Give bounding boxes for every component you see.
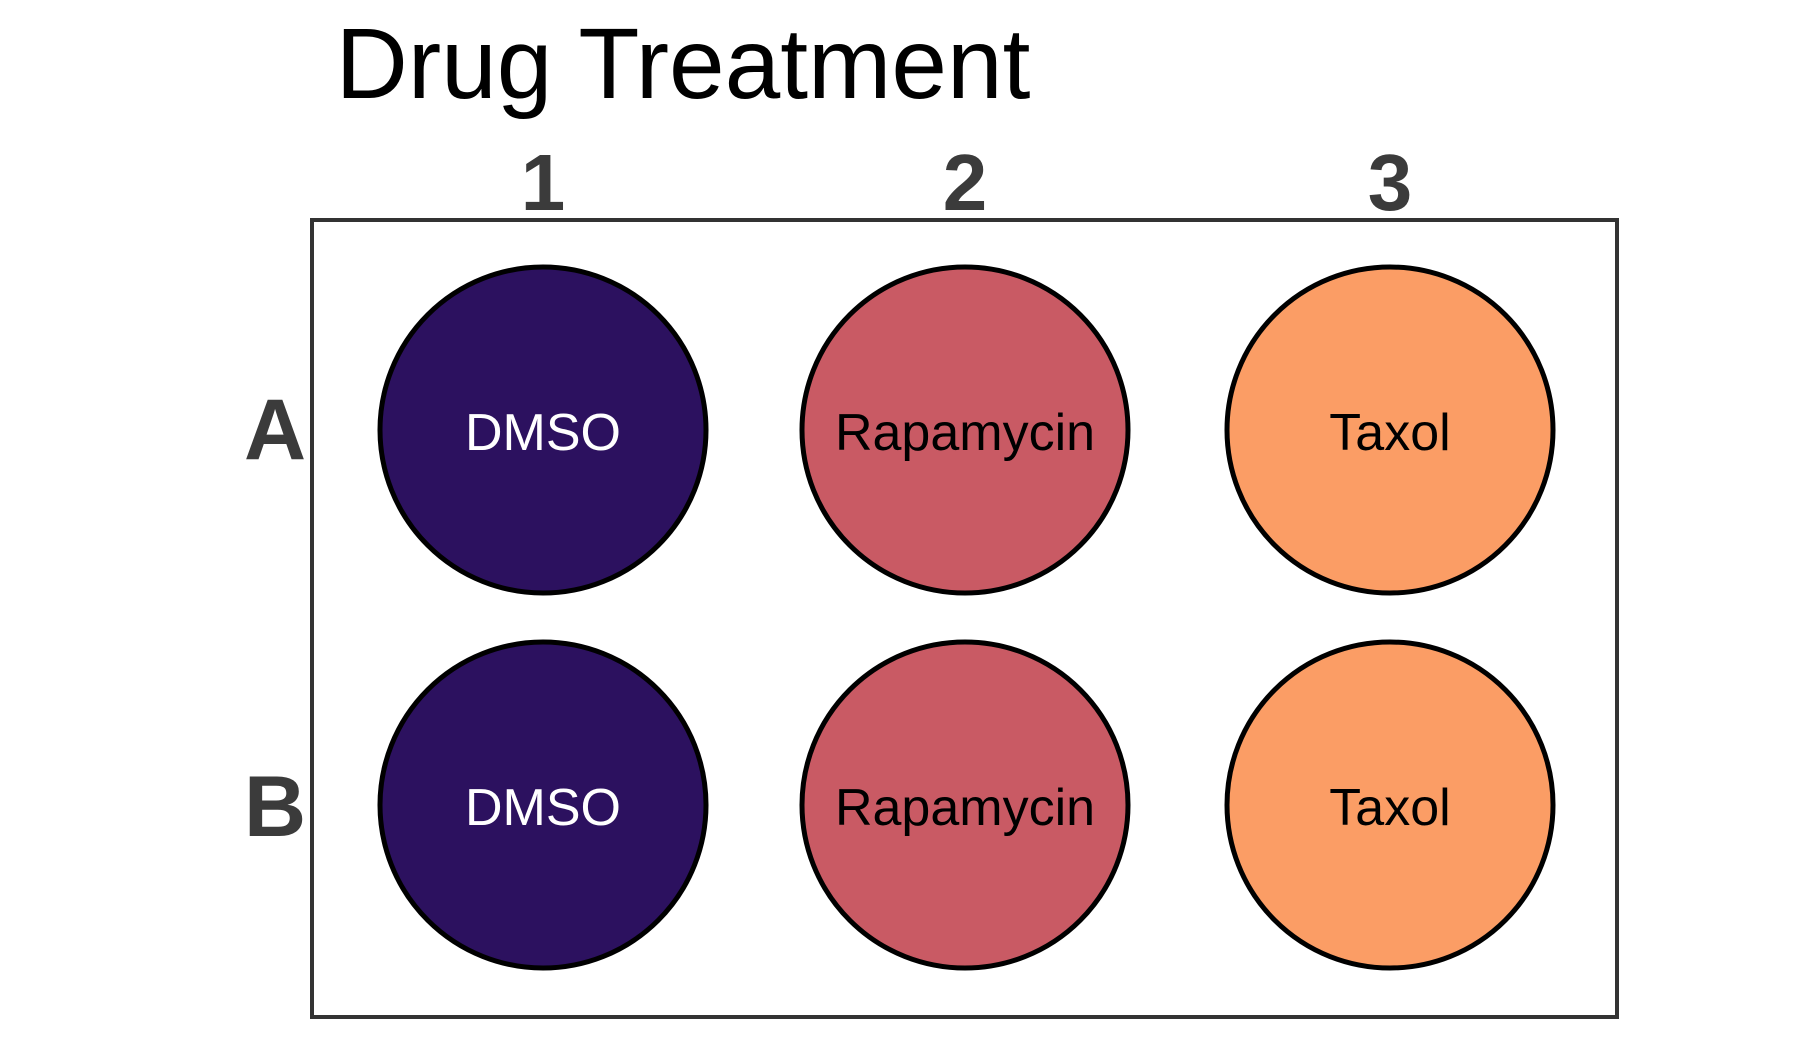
well-a3-circle: [1224, 264, 1556, 596]
well-a1-label: DMSO: [465, 404, 621, 462]
well-a3-label: Taxol: [1329, 404, 1450, 462]
well-b1-circle: [377, 639, 709, 971]
well-b2: Rapamycin: [799, 639, 1131, 971]
well-a2: Rapamycin: [799, 264, 1131, 596]
row-label-b: B: [244, 759, 306, 855]
well-b2-label: Rapamycin: [835, 779, 1095, 837]
column-label-1: 1: [521, 138, 566, 227]
well-a2-circle: [799, 264, 1131, 596]
well-b2-circle: [799, 639, 1131, 971]
well-b3: Taxol: [1224, 639, 1556, 971]
well-a1-circle: [377, 264, 709, 596]
column-label-3: 3: [1368, 138, 1413, 227]
well-b3-label: Taxol: [1329, 779, 1450, 837]
figure-title: Drug Treatment: [336, 8, 1031, 120]
well-a3: Taxol: [1224, 264, 1556, 596]
row-label-a: A: [244, 382, 306, 478]
column-label-2: 2: [943, 138, 988, 227]
well-b1-label: DMSO: [465, 779, 621, 837]
well-a1: DMSO: [377, 264, 709, 596]
well-a2-label: Rapamycin: [835, 404, 1095, 462]
well-b1: DMSO: [377, 639, 709, 971]
well-b3-circle: [1224, 639, 1556, 971]
